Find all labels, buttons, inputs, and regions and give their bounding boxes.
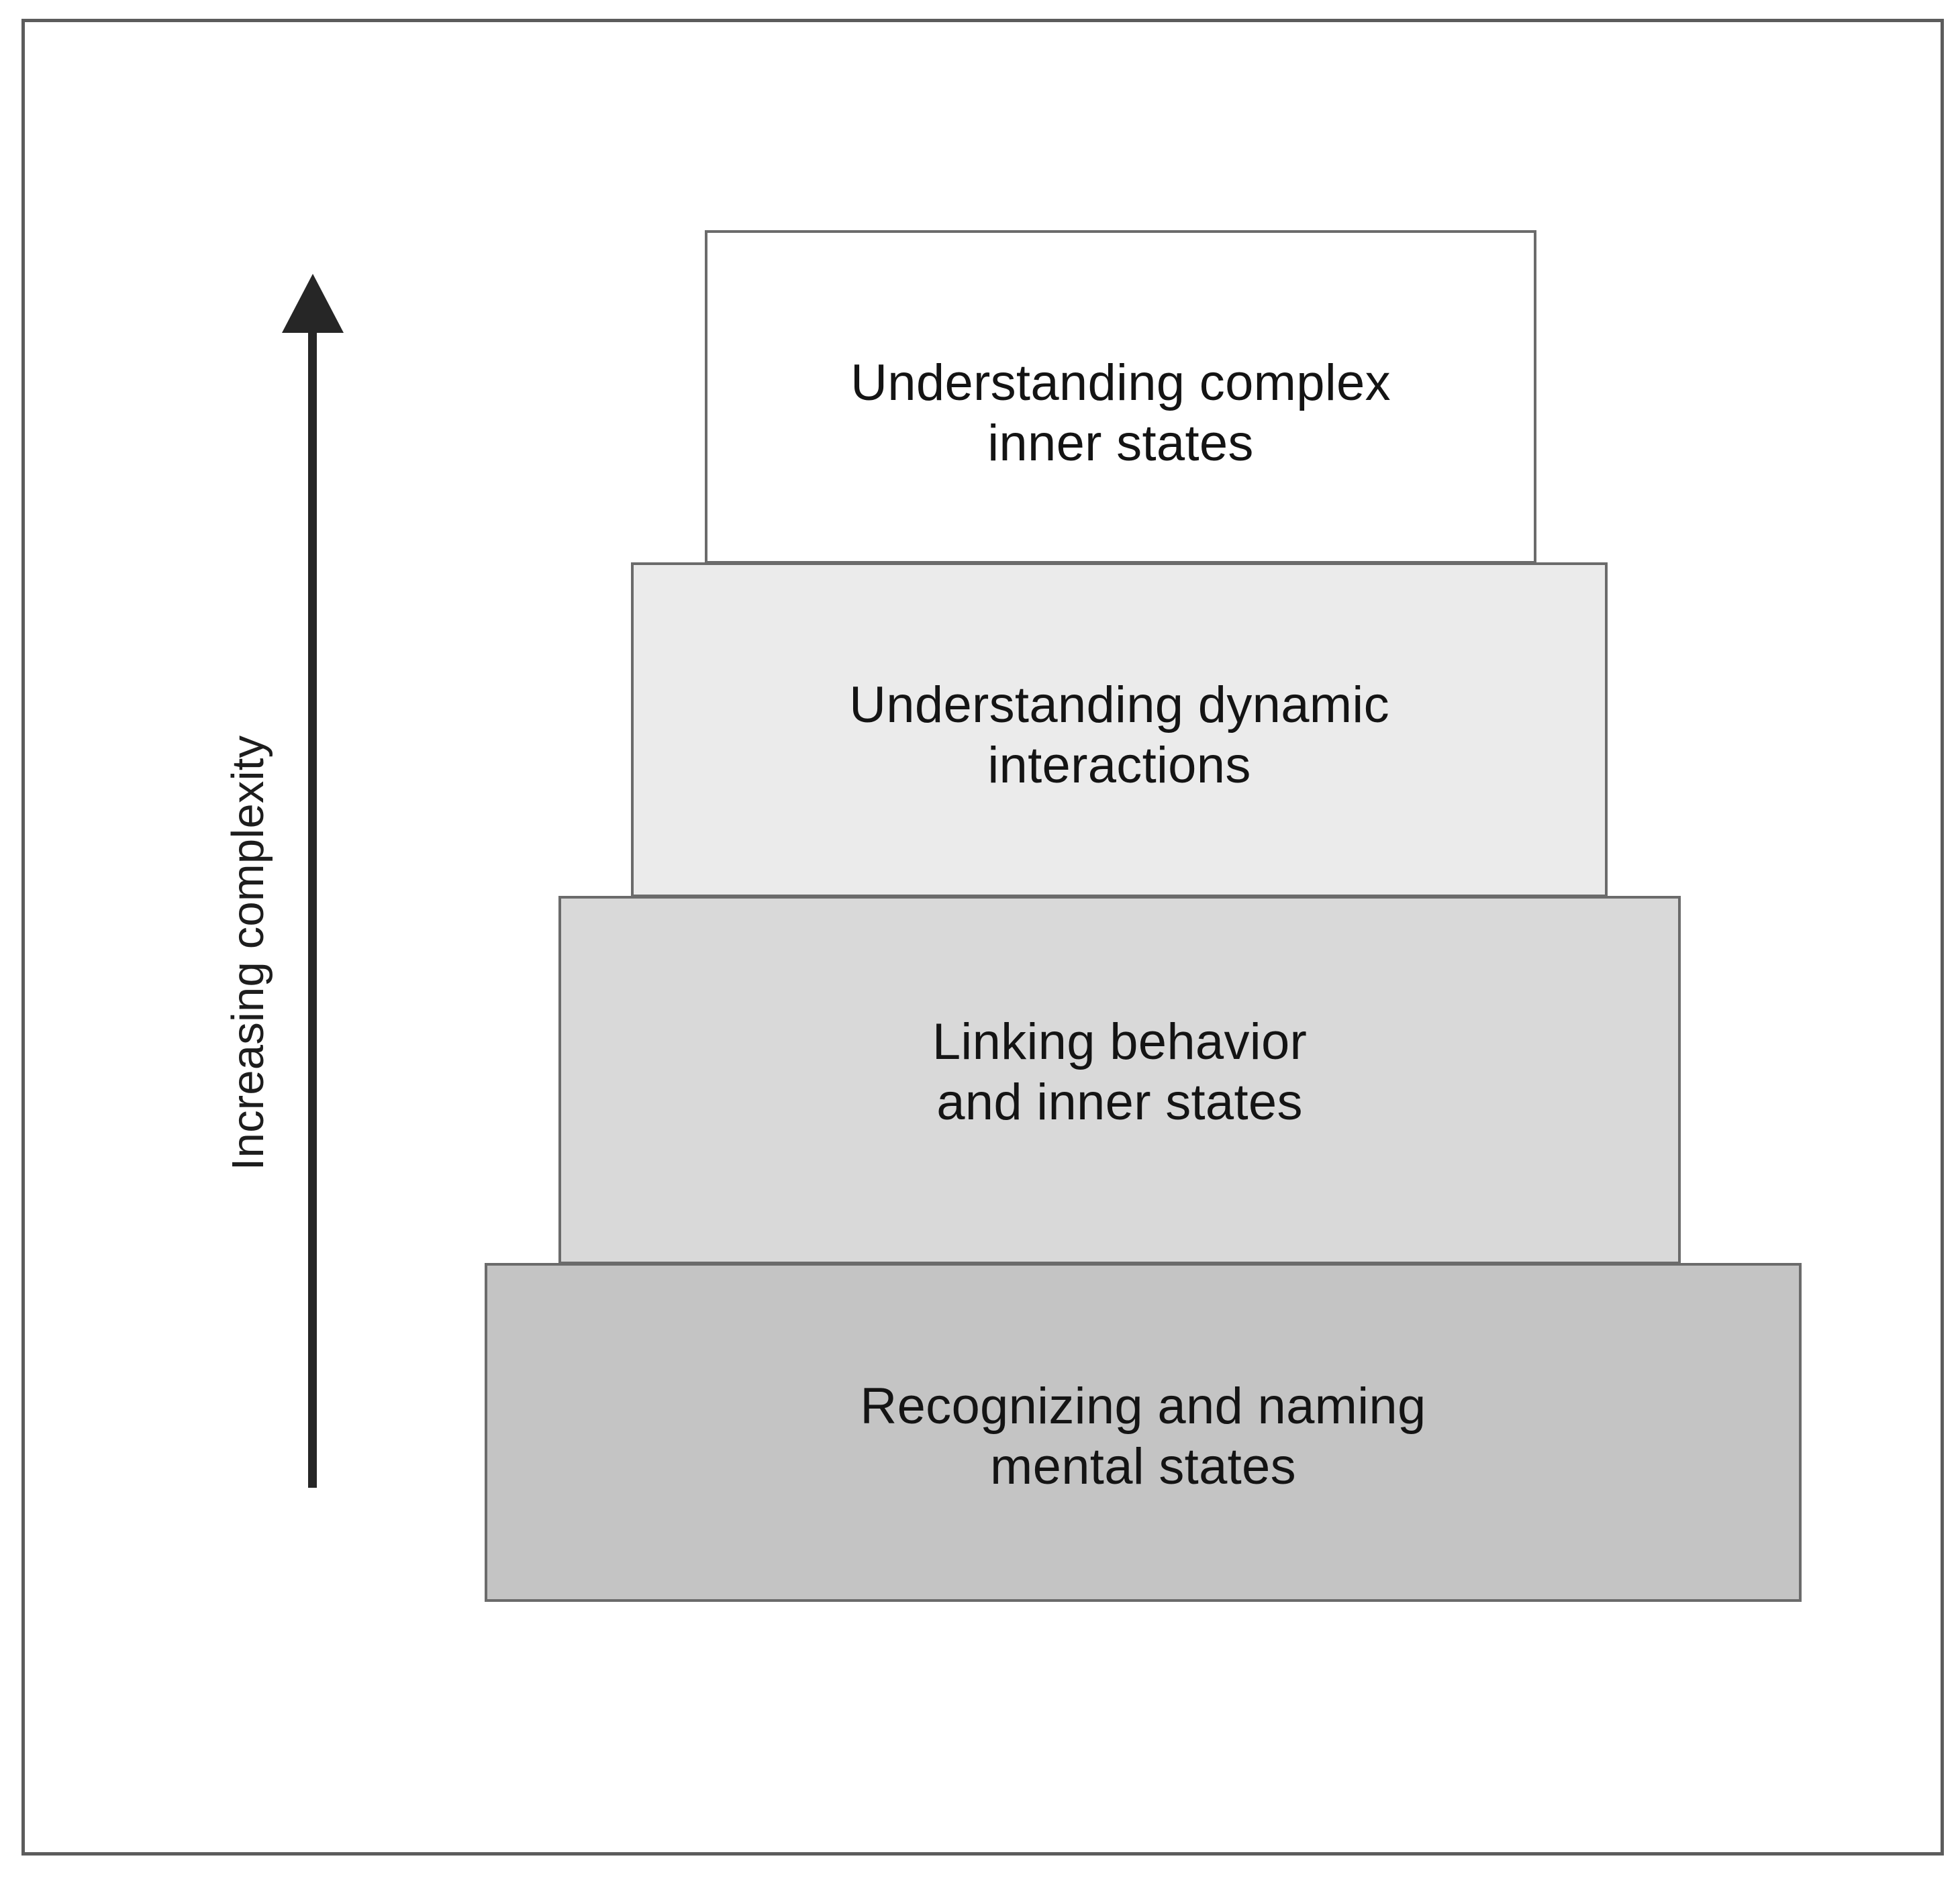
- pyramid-tier-recognizing-and-naming-mental-states[interactable]: Recognizing and naming mental states: [485, 1263, 1802, 1602]
- pyramid-tier-label: Understanding complex inner states: [850, 354, 1391, 472]
- pyramid-tier-label: Recognizing and naming mental states: [860, 1377, 1426, 1495]
- pyramid-tier-linking-behavior-and-inner-states[interactable]: Linking behavior and inner states: [558, 896, 1681, 1264]
- pyramid-tier-understanding-dynamic-interactions[interactable]: Understanding dynamic interactions: [631, 562, 1608, 897]
- pyramid-tier-understanding-complex-inner-states[interactable]: Understanding complex inner states: [705, 230, 1536, 564]
- pyramid-tier-label: Understanding dynamic interactions: [849, 676, 1389, 794]
- pyramid-tier-label: Linking behavior and inner states: [932, 1013, 1308, 1131]
